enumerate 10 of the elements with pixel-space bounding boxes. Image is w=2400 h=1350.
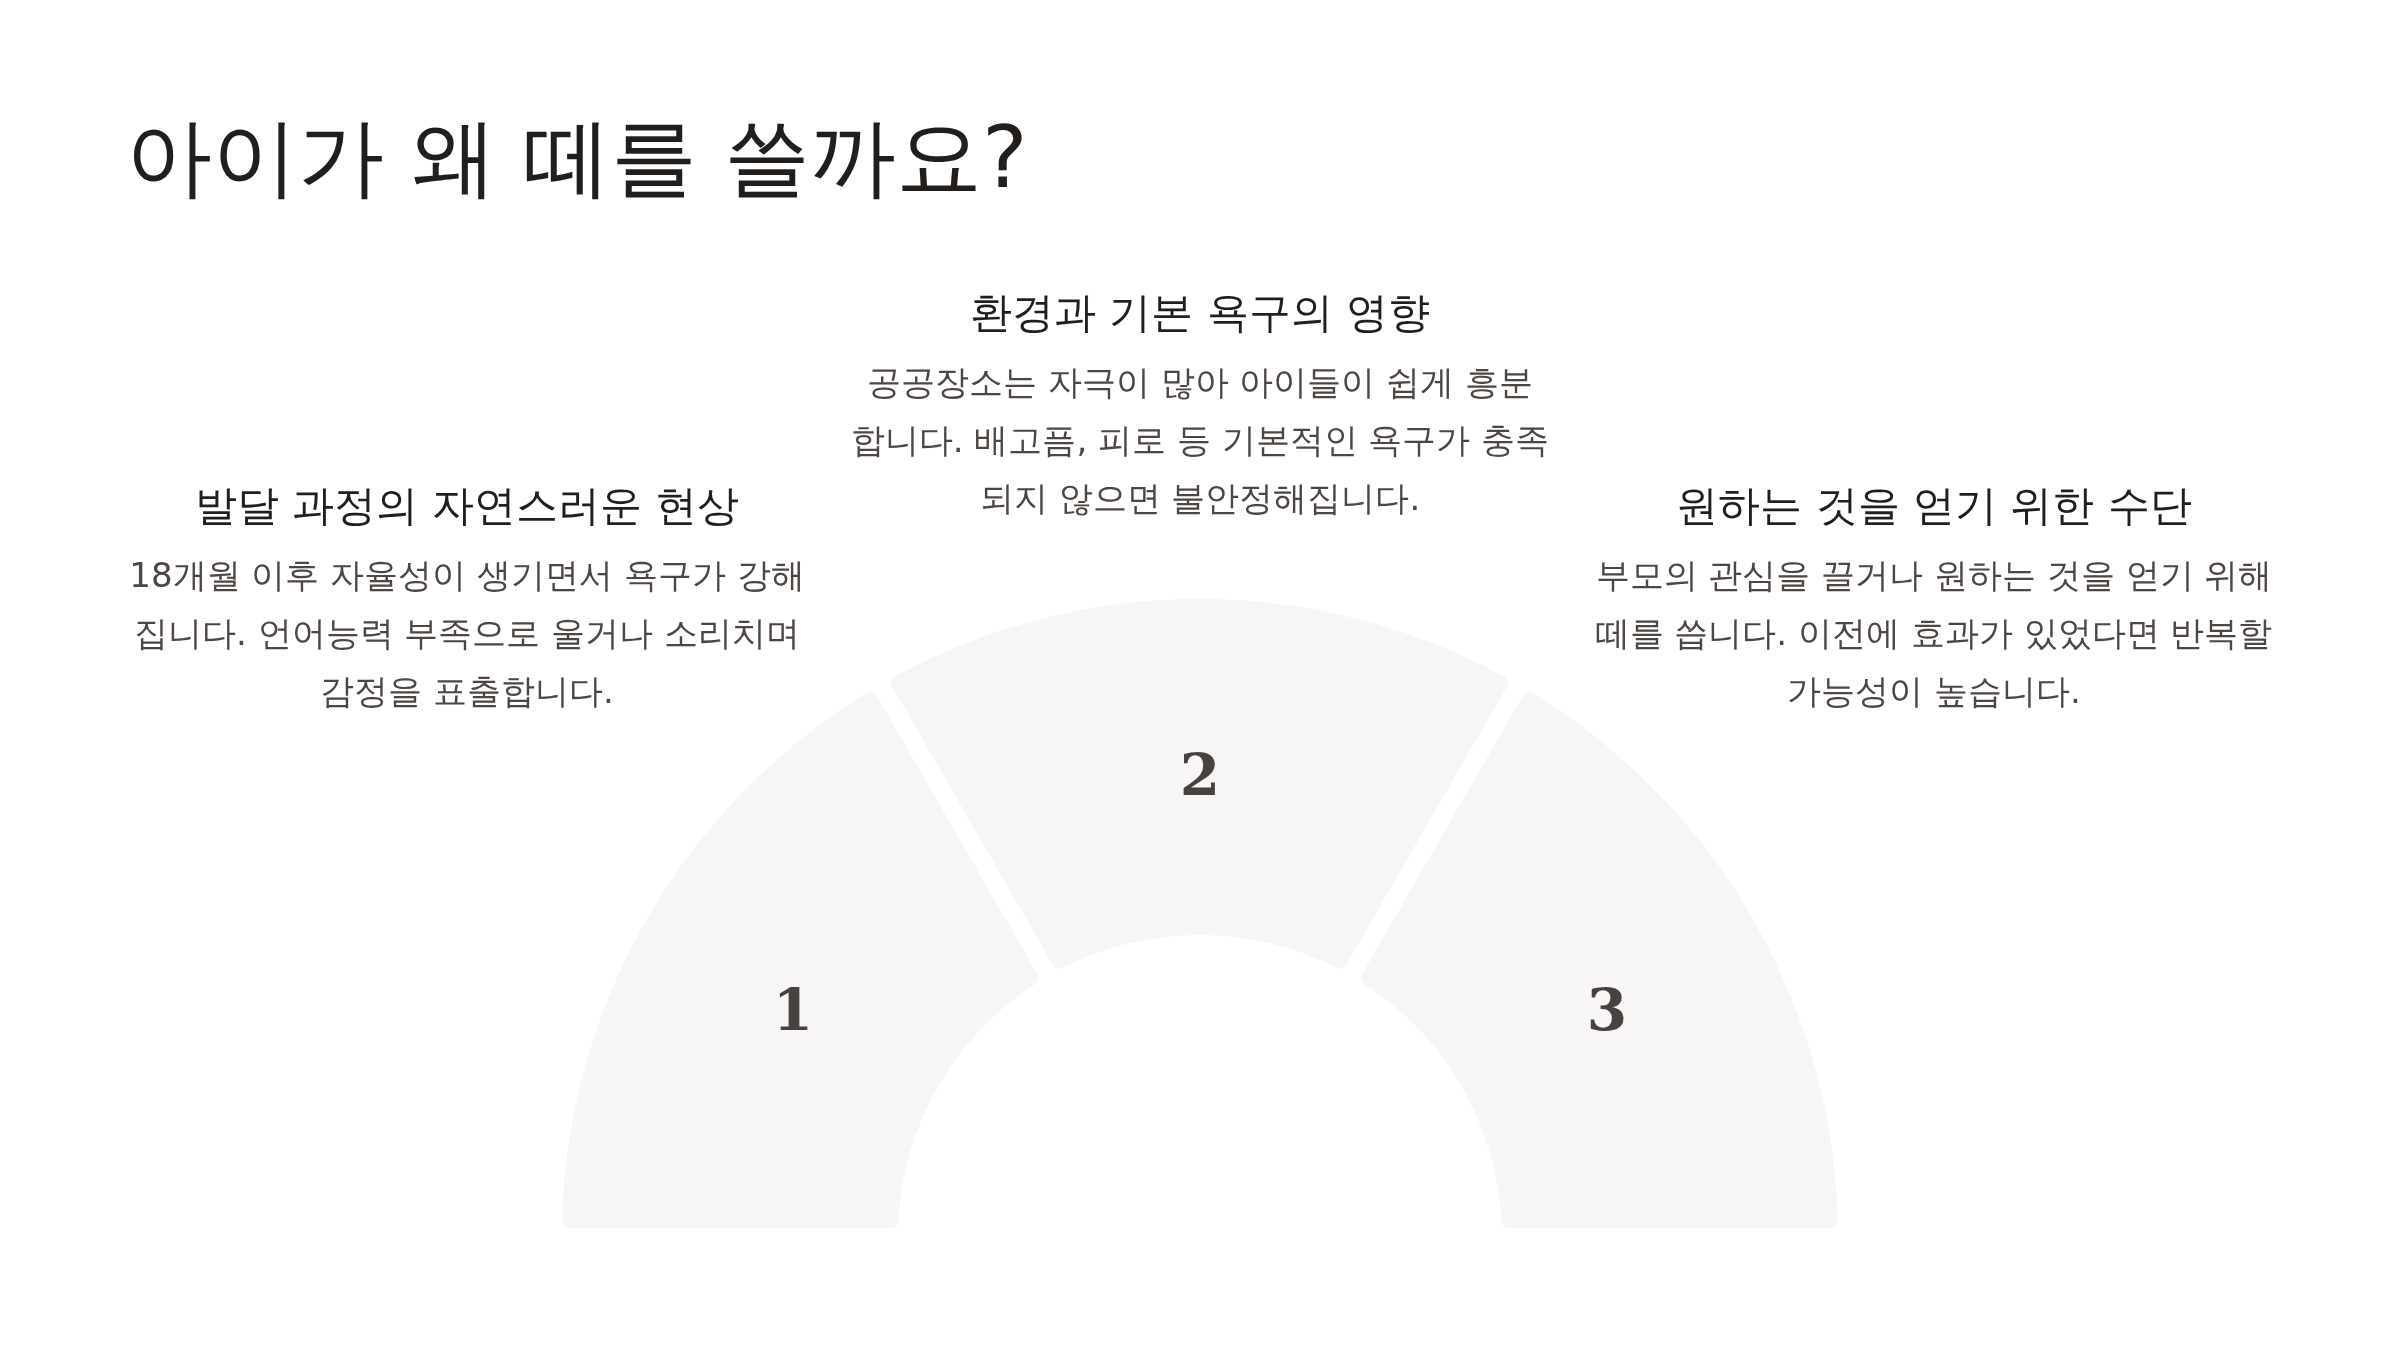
body-text: 18개월 이후 자율성이 생기면서 욕구가 강해집니다. 언어능력 부족으로 울거나 소리치며 감정을 표출합니다. [128, 554, 806, 713]
segment-number: 1 [772, 976, 814, 1044]
segment-number: 2 [1179, 741, 1221, 809]
segment-number: 3 [1586, 976, 1628, 1044]
section-heading: 발달 과정의 자연스러운 현상 [193, 480, 741, 532]
section-heading: 환경과 기본 욕구의 영향 [968, 287, 1432, 339]
slide-title: 아이가 왜 떼를 쓸까요? [126, 106, 1028, 209]
section-heading: 원하는 것을 얻기 위한 수단 [1675, 480, 2193, 532]
body-text: 부모의 관심을 끌거나 원하는 것을 얻기 위해 떼를 씁니다. 이전에 효과가 있었다면 반복할 가능성이 높습니다. [1594, 554, 2274, 713]
body-text: 공공장소는 자극이 많아 아이들이 쉽게 흥분합니다. 배고픔, 피로 등 기본적인 욕구가 충족되지 않으면 불안정해집니다. [850, 361, 1550, 520]
